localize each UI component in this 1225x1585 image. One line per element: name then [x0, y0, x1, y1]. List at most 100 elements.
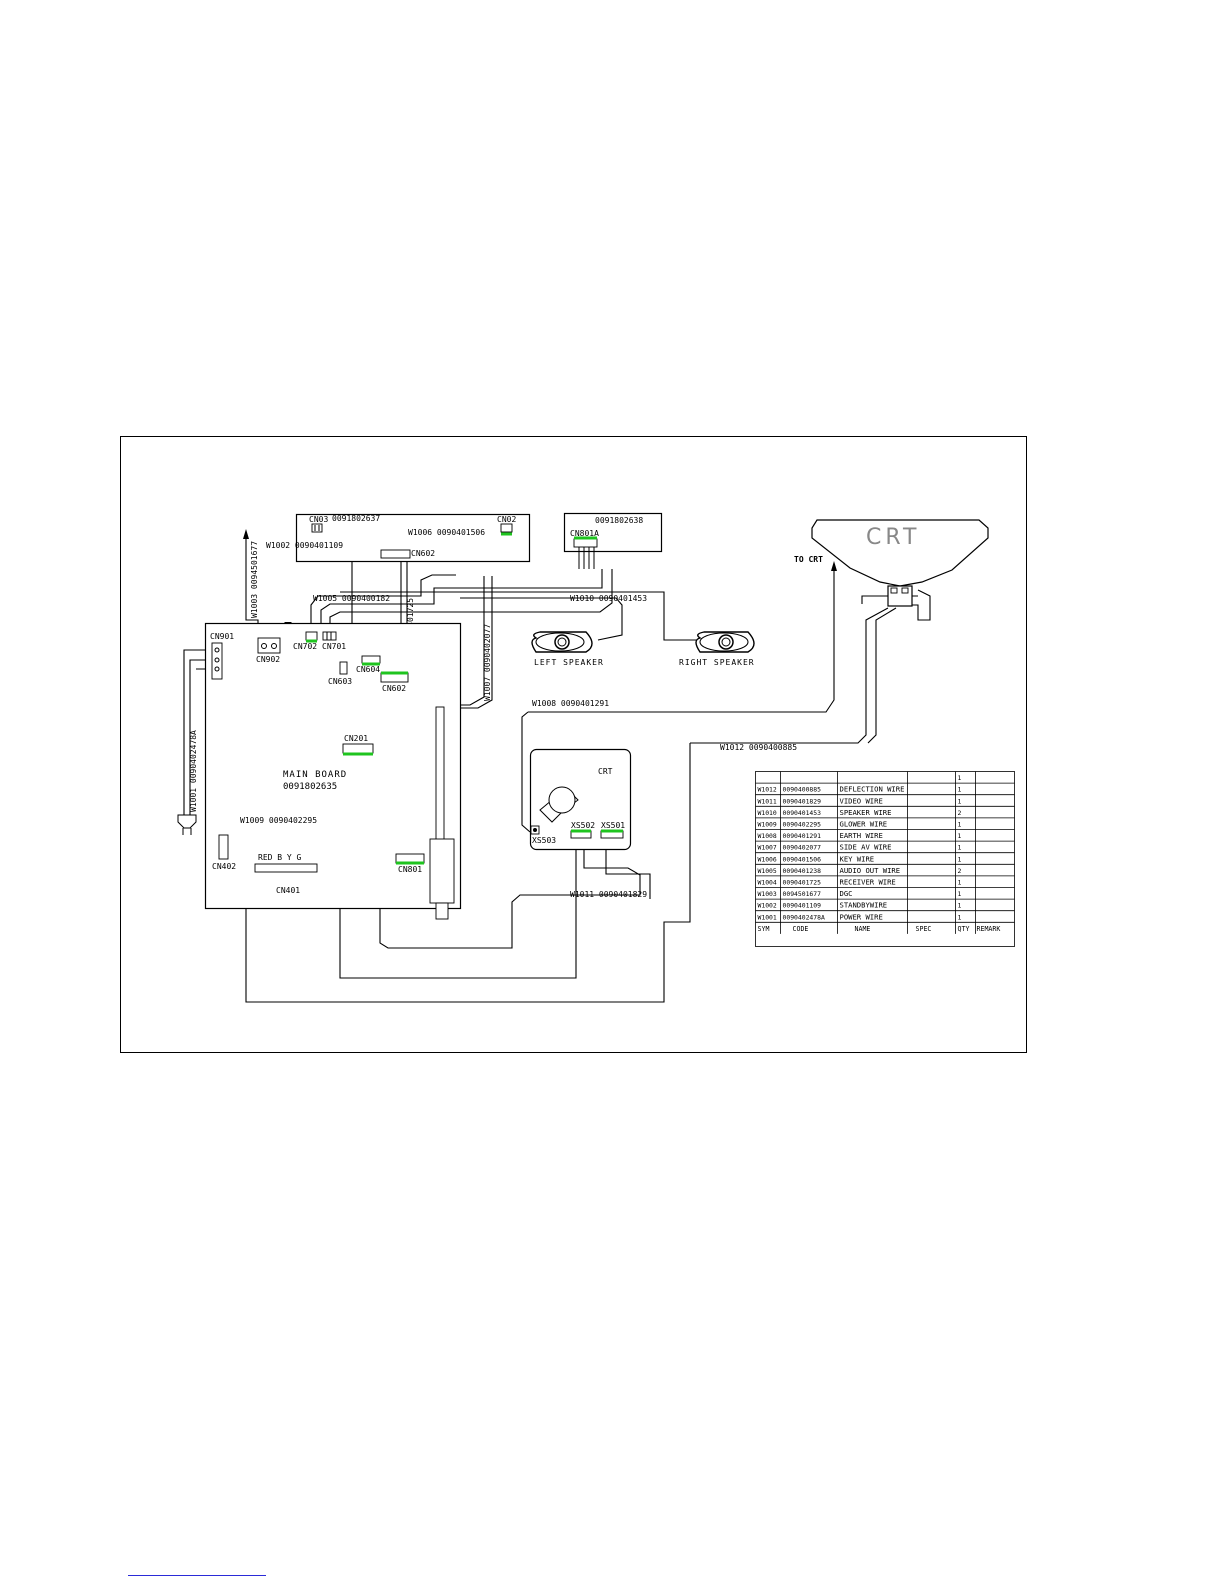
main-board: CN901 CN902 CN702 CN701 CN604 CN603 CN60… — [204, 622, 462, 920]
table-cell: 1 — [958, 786, 962, 794]
svg-text:W1006 0090401506: W1006 0090401506 — [408, 528, 485, 537]
table-cell: W1005 — [758, 867, 777, 875]
table-cell: W1011 — [758, 797, 777, 805]
svg-text:CN702: CN702 — [293, 642, 317, 651]
table-cell: 0090401291 — [783, 832, 822, 840]
table-cell: NAME — [855, 925, 871, 933]
right-speaker-icon: RIGHT SPEAKER — [679, 631, 755, 667]
svg-text:RED B Y G: RED B Y G — [258, 853, 302, 862]
svg-text:CN201: CN201 — [344, 734, 368, 743]
table-cell: EARTH WIRE — [840, 831, 883, 840]
svg-text:W1003 0094501677: W1003 0094501677 — [250, 541, 259, 618]
svg-text:LEFT SPEAKER: LEFT SPEAKER — [534, 658, 604, 667]
table-cell: W1008 — [758, 832, 777, 840]
table-cell: 1 — [958, 821, 962, 829]
table-cell: W1007 — [758, 844, 777, 852]
table-cell: 0090402478A — [783, 913, 825, 921]
svg-text:CN02: CN02 — [497, 515, 516, 524]
svg-text:CN602: CN602 — [411, 549, 435, 558]
table-cell: CODE — [793, 925, 809, 933]
svg-text:W1001 0090402478A: W1001 0090402478A — [189, 730, 198, 812]
crt-tube: CRT TO CRT — [794, 519, 989, 607]
table-cell: 1 — [958, 797, 962, 805]
table-cell: 1 — [958, 855, 962, 863]
svg-text:CN402: CN402 — [212, 862, 236, 871]
table-cell: 1 — [958, 913, 962, 921]
table-cell: W1001 — [758, 913, 777, 921]
power-plug-icon — [177, 814, 197, 835]
table-cell: KEY WIRE — [840, 854, 875, 863]
table-cell: 1 — [958, 774, 962, 782]
footer-link-underline[interactable] — [128, 1575, 266, 1577]
table-cell: 2 — [958, 809, 962, 817]
table-cell: 0090401506 — [783, 855, 822, 863]
table-cell: W1010 — [758, 809, 777, 817]
svg-text:W1008 0090401291: W1008 0090401291 — [532, 699, 609, 708]
svg-text:W1007 0090402077: W1007 0090402077 — [483, 624, 492, 701]
svg-text:CN602: CN602 — [382, 684, 406, 693]
table-cell: 1 — [958, 902, 962, 910]
table-cell: 0090401725 — [783, 879, 822, 887]
svg-text:RIGHT SPEAKER: RIGHT SPEAKER — [679, 658, 755, 667]
table-cell: W1006 — [758, 855, 777, 863]
svg-text:0091802638: 0091802638 — [595, 516, 643, 525]
svg-text:W1011 0090401829: W1011 0090401829 — [570, 890, 647, 899]
table-cell: SPEC — [916, 925, 932, 933]
crt-board: CRT XS503 XS502 XS501 — [529, 748, 632, 851]
table-cell: 0090401453 — [783, 809, 822, 817]
svg-text:W1002 0090401109: W1002 0090401109 — [266, 541, 343, 550]
table-cell: W1009 — [758, 821, 777, 829]
svg-text:CN03: CN03 — [309, 515, 328, 524]
svg-text:W1005 0090400182: W1005 0090400182 — [313, 594, 390, 603]
svg-text:CN701: CN701 — [322, 642, 346, 651]
svg-text:CRT: CRT — [866, 525, 921, 550]
table-cell: REMARK — [977, 925, 1001, 933]
svg-text:W1010 0090401453: W1010 0090401453 — [570, 594, 647, 603]
table-cell: SYM — [758, 925, 770, 933]
table-cell: 1 — [958, 879, 962, 887]
table-cell: W1002 — [758, 902, 777, 910]
table-cell: 1 — [958, 890, 962, 898]
svg-text:CN801: CN801 — [398, 865, 422, 874]
table-cell: 0090402077 — [783, 844, 822, 852]
table-cell: W1003 — [758, 890, 777, 898]
table-cell: 0090401109 — [783, 902, 822, 910]
svg-text:W1009 0090402295: W1009 0090402295 — [240, 816, 317, 825]
table-cell: RECEIVER WIRE — [840, 878, 896, 887]
svg-text:CN401: CN401 — [276, 886, 300, 895]
svg-text:CN902: CN902 — [256, 655, 280, 664]
svg-text:TO CRT: TO CRT — [794, 555, 823, 564]
table-cell: SIDE AV WIRE — [840, 843, 892, 852]
table-cell: 1 — [958, 832, 962, 840]
table-cell: 2 — [958, 867, 962, 875]
table-cell: 0090402295 — [783, 821, 822, 829]
table-cell: SPEAKER WIRE — [840, 808, 892, 817]
svg-text:XS501: XS501 — [601, 821, 625, 830]
svg-text:CN801A: CN801A — [570, 529, 599, 538]
table-cell: W1012 — [758, 786, 777, 794]
svg-text:MAIN BOARD: MAIN BOARD — [283, 770, 347, 780]
table-cell: 0090401829 — [783, 797, 822, 805]
svg-text:W1012 0090400885: W1012 0090400885 — [720, 743, 797, 752]
table-cell: AUDIO OUT WIRE — [840, 866, 901, 875]
table-cell: 0090400885 — [783, 786, 822, 794]
av-board: 0091802638 CN801A — [563, 512, 663, 569]
table-cell: STANDBYWIRE — [840, 901, 888, 910]
svg-text:CN604: CN604 — [356, 665, 380, 674]
svg-text:CRT: CRT — [598, 767, 613, 776]
table-cell: 1 — [958, 844, 962, 852]
svg-text:CN901: CN901 — [210, 632, 234, 641]
table-cell: QTY — [958, 925, 970, 933]
table-cell: DEFLECTION WIRE — [840, 785, 905, 794]
table-cell: VIDEO WIRE — [840, 796, 883, 805]
table-cell: W1004 — [758, 879, 777, 887]
diagram-frame — [120, 436, 1027, 1053]
svg-text:XS502: XS502 — [571, 821, 595, 830]
table-cell: 0094501677 — [783, 890, 822, 898]
table-cell: GLOWER WIRE — [840, 820, 888, 829]
table-cell: POWER WIRE — [840, 912, 883, 921]
svg-text:CN603: CN603 — [328, 677, 352, 686]
